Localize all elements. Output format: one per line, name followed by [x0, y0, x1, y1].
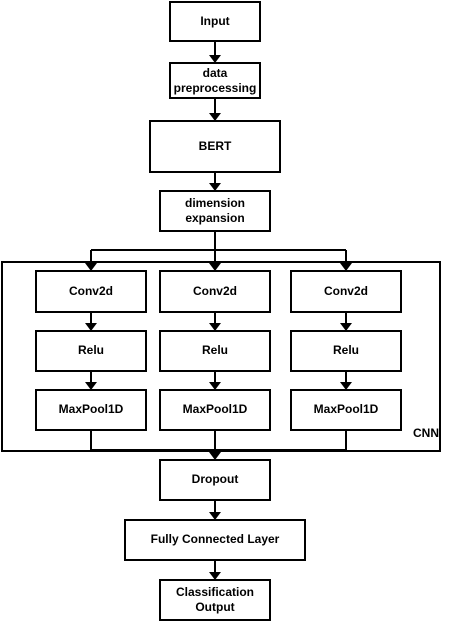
cnn-label: CNN [413, 426, 439, 440]
node-input-label: Input [200, 14, 229, 28]
arrowhead [209, 572, 221, 580]
node-conv2d-2-label: Conv2d [193, 284, 237, 298]
arrowhead [85, 263, 97, 271]
node-data-preprocessing: data preprocessing [169, 62, 261, 99]
node-bert-label: BERT [199, 139, 232, 153]
node-maxpool1d-1-label: MaxPool1D [59, 402, 124, 416]
arrowhead [340, 382, 352, 390]
node-dimension-line-1: dimension [185, 196, 245, 210]
node-maxpool1d-2-label: MaxPool1D [183, 402, 248, 416]
arrowhead [209, 263, 221, 271]
node-fully-connected: Fully Connected Layer [124, 519, 306, 561]
arrowhead [209, 452, 221, 460]
node-conv2d-2: Conv2d [159, 270, 271, 313]
node-output-line-2: Output [195, 600, 234, 614]
arrowhead [209, 323, 221, 331]
node-relu-3: Relu [290, 330, 402, 372]
arrowhead [85, 323, 97, 331]
arrowhead [340, 263, 352, 271]
arrowhead [340, 323, 352, 331]
node-relu-2: Relu [159, 330, 271, 372]
node-relu-2-label: Relu [202, 343, 228, 357]
arrowhead [209, 382, 221, 390]
arrowhead [209, 113, 221, 121]
node-preprocessing-line-2: preprocessing [174, 81, 257, 95]
edges [85, 41, 352, 580]
node-dimension-expansion: dimension expansion [159, 190, 271, 232]
node-maxpool1d-3: MaxPool1D [290, 389, 402, 431]
node-output-line-1: Classification [176, 585, 254, 599]
node-dropout: Dropout [159, 459, 271, 501]
node-conv2d-1: Conv2d [35, 270, 147, 313]
arrowhead [85, 382, 97, 390]
node-preprocessing-line-1: data [203, 66, 228, 80]
arrowhead [209, 512, 221, 520]
node-dropout-label: Dropout [192, 472, 239, 486]
node-relu-1-label: Relu [78, 343, 104, 357]
node-bert: BERT [149, 120, 281, 173]
node-dimension-line-2: expansion [185, 211, 244, 225]
node-classification-output: Classification Output [159, 579, 271, 621]
node-relu-3-label: Relu [333, 343, 359, 357]
arrowhead [209, 55, 221, 63]
node-conv2d-3: Conv2d [290, 270, 402, 313]
arrowhead [209, 183, 221, 191]
node-input: Input [169, 1, 261, 42]
node-maxpool1d-2: MaxPool1D [159, 389, 271, 431]
node-relu-1: Relu [35, 330, 147, 372]
node-conv2d-3-label: Conv2d [324, 284, 368, 298]
node-maxpool1d-1: MaxPool1D [35, 389, 147, 431]
node-conv2d-1-label: Conv2d [69, 284, 113, 298]
node-maxpool1d-3-label: MaxPool1D [314, 402, 379, 416]
node-fully-connected-label: Fully Connected Layer [151, 532, 280, 546]
